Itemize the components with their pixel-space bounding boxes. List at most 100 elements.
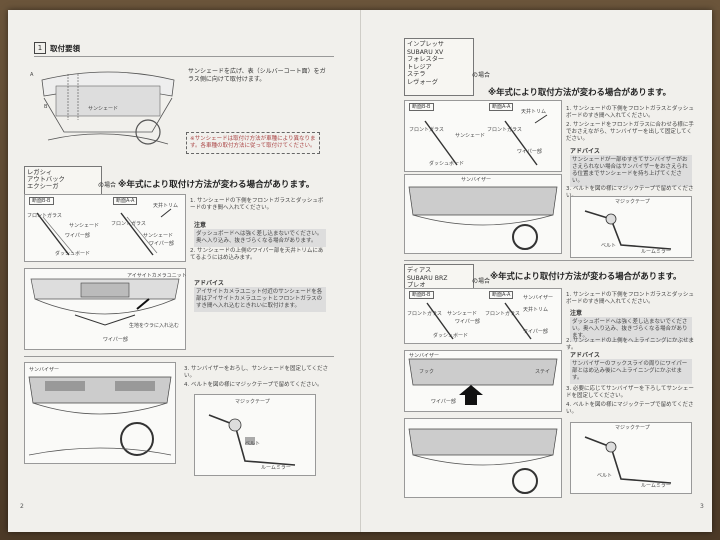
section-number: 1 (34, 42, 46, 54)
section-aa-right: 断面A-A (489, 103, 514, 111)
label2-ceiling: 天井トリム (523, 307, 549, 313)
right-page: インプレッサ SUBARU XV フォレスター トレジア ステラ レヴォーグ の… (360, 10, 712, 532)
right-step-1: 1. サンシェードの下側をフロントガラスとダッシュボードのすき間へ入れてください… (566, 106, 694, 119)
label-sunvisor: サンバイザー (29, 367, 60, 373)
right-advice2-block: アドバイス サンバイザーのフックスライの周りにワイパー部とはめ込み後にへ上ライニ… (570, 350, 692, 384)
divider-bottom (24, 356, 334, 357)
label2-sunvisor: サンバイザー (523, 295, 554, 301)
section-title: 取付要領 (50, 43, 80, 53)
step-3: 3. サンバイザーをおろし、サンシェードを固定してください。 (184, 366, 329, 379)
right-label-magic-tape-2: マジックテープ (615, 425, 650, 431)
eyesight-drawing (30, 278, 180, 326)
label-dashboard-r: ダッシュボード (429, 161, 465, 167)
model-names: レガシィ アウトバック エクシーガ (27, 169, 65, 191)
right-step-4b: 4. ベルトを図の様にマジックテープで留めてください。 (566, 402, 694, 415)
right-sunvisor-drawing (408, 186, 558, 250)
right-label-room-mirror-2: ルームミラー (641, 483, 671, 489)
section-aa: 断面A-A (113, 197, 138, 205)
label-sunshade-r: サンシェード (455, 133, 486, 139)
right-advice-text: サンシェードが一部ゆすきてサンバイザーがおさえられない場合はサンバイザーをおさえ… (570, 155, 692, 187)
right-step-2b: 2. サンシェードの上側をへ上ライニングにかぶせます。 (566, 338, 694, 351)
right-belt-detail: マジックテープ ベルト ルームミラー (570, 196, 692, 258)
sunvisor-illustration: サンバイザー (24, 362, 176, 464)
label-belt: ベルト (245, 441, 261, 447)
right-caution-block: 注意 ダッシュボードへは強く差し込まないでください。奥へ入り込み、抜きづらくなる… (570, 308, 692, 342)
label-b: B (44, 104, 48, 110)
label-dashboard-cs: ダッシュボード (55, 251, 91, 257)
belt-detail: マジックテープ ベルト ルームミラー (194, 394, 316, 476)
label2-wiper-aa: ワイパー部 (523, 329, 548, 335)
right-advice2-text: サンバイザーのフックスライの周りにワイパー部とはめ込み後にへ上ライニングにかぶせ… (570, 359, 692, 384)
label-front-glass: フロントガラス (27, 213, 62, 219)
right-advice-block: アドバイス サンシェードが一部ゆすきてサンバイザーがおさえられない場合はサンバイ… (570, 146, 692, 187)
cross-section-right-2: 断面B-B 断面A-A フロントガラス サンシェード ワイパー部 ダッシュボード… (404, 288, 562, 344)
right-bottom-drawing (408, 428, 558, 494)
intro-text: サンシェードを広げ、表（シルバーコート面）をガラス側に向けて取付けます。 (188, 68, 326, 83)
right-advice2-head: アドバイス (570, 352, 600, 359)
label-mid-sunvisor: サンバイザー (409, 353, 440, 359)
year-note-right-2: ※年式により取付け方法が変わる場合があります。 (490, 271, 682, 281)
label-sunshade-aa: サンシェード (143, 233, 174, 239)
label-wiper-r: ワイパー部 (517, 149, 542, 155)
right-label-magic-tape: マジックテープ (615, 199, 650, 205)
label-front-glass-aa: フロントガラス (111, 221, 146, 227)
right-step-1b: 1. サンシェードの下側をフロントガラスとダッシュボードのすき間へ入れてください… (566, 292, 694, 305)
page-number-right: 3 (700, 503, 704, 510)
model-box-right: インプレッサ SUBARU XV フォレスター トレジア ステラ レヴォーグ (404, 38, 474, 96)
label-mid-hook: フック (419, 369, 435, 375)
instruction-sheet: 1 取付要領 A B サンシェード サンシェードを広げ、表（シルバーコート面）を… (8, 10, 712, 532)
label-sunshade-cs: サンシェード (69, 223, 100, 229)
label-sunshade: サンシェード (88, 106, 119, 112)
page-number-left: 2 (20, 503, 24, 510)
section-header: 1 取付要領 (34, 42, 80, 54)
right-advice-head: アドバイス (570, 148, 600, 155)
right-label-belt: ベルト (601, 243, 617, 249)
advice-block: アドバイス アイサイトカメラユニット付近のサンシェードを各部はアイサイトカメラユ… (194, 278, 326, 312)
label2-front-glass: フロントガラス (407, 311, 442, 317)
caution-block: 注意 ダッシュボードへは強く差し込まないでください。奥へ入り込み、抜きづらくなる… (194, 220, 326, 247)
label2-front-glass-aa: フロントガラス (485, 311, 520, 317)
label-wiper-aa: ワイパー部 (149, 241, 174, 247)
label2-dashboard: ダッシュボード (433, 333, 469, 339)
right-divider (404, 260, 694, 261)
section-aa-right-2: 断面A-A (489, 291, 514, 299)
label-eyesight: アイサイトカメラユニット (127, 273, 187, 279)
section-bb: 断面B-B (29, 197, 54, 205)
label-ceiling-r: 天井トリム (521, 109, 547, 115)
right-belt-drawing (584, 210, 672, 250)
cross-section-drawing-right (424, 114, 548, 166)
sunvisor-drawing (28, 376, 172, 456)
step-1: 1. サンシェードの下側をフロントガラスとダッシュボードのすき間へ入れてください… (190, 198, 324, 211)
model-suffix-right-2: の場合 (472, 278, 491, 285)
caution-text: ダッシュボードへは強く差し込まないでください。奥へ入り込み、抜きづらくなる場合が… (194, 229, 326, 247)
right-belt-drawing-2 (584, 436, 672, 484)
cross-section-drawing-right-2 (426, 302, 532, 340)
label2-sunshade: サンシェード (447, 311, 478, 317)
right-label-room-mirror: ルームミラー (641, 249, 671, 255)
section-bb-right: 断面B-B (409, 103, 434, 111)
label-wiper-cs: ワイパー部 (65, 233, 90, 239)
right-belt-detail-2: マジックテープ ベルト ルームミラー (570, 422, 692, 494)
hook-drawing (408, 358, 558, 405)
right-bottom-illustration (404, 418, 562, 498)
label-wiper-mid: ワイパー部 (103, 337, 128, 343)
right-caution-head: 注意 (570, 310, 583, 317)
right-label-sunvisor: サンバイザー (461, 177, 492, 183)
label2-wiper: ワイパー部 (455, 319, 480, 325)
car-interior-illustration (41, 71, 175, 145)
label-ceiling: 天井トリム (153, 203, 179, 209)
step-4: 4. ベルトを図の様にマジックテープで留めてください。 (184, 382, 323, 388)
dashed-note: ※サンシェードは取付け方法が車種により異なります。各車種の取付方法に従って取付け… (186, 132, 320, 154)
model-suffix: の場合 (98, 182, 117, 189)
label-a: A (30, 72, 34, 78)
right-step-3b: 3. 必要に応じてサンバイザーを下ろしてサンシェードを固定してください。 (566, 386, 694, 399)
divider (34, 56, 334, 57)
right-step-2: 2. サンシェードをフロントガラスに合わせる様に手でおさえながら、サンバイザーを… (566, 122, 694, 142)
caution-head: 注意 (194, 222, 207, 229)
year-note-right: ※年式により取付方法が変わる場合があります。 (488, 87, 672, 97)
left-page: 1 取付要領 A B サンシェード サンシェードを広げ、表（シルバーコート面）を… (8, 10, 360, 532)
label-room-mirror: ルームミラー (261, 465, 291, 471)
section-bb-right-2: 断面B-B (409, 291, 434, 299)
right-sunvisor-illustration: サンバイザー (404, 174, 562, 254)
